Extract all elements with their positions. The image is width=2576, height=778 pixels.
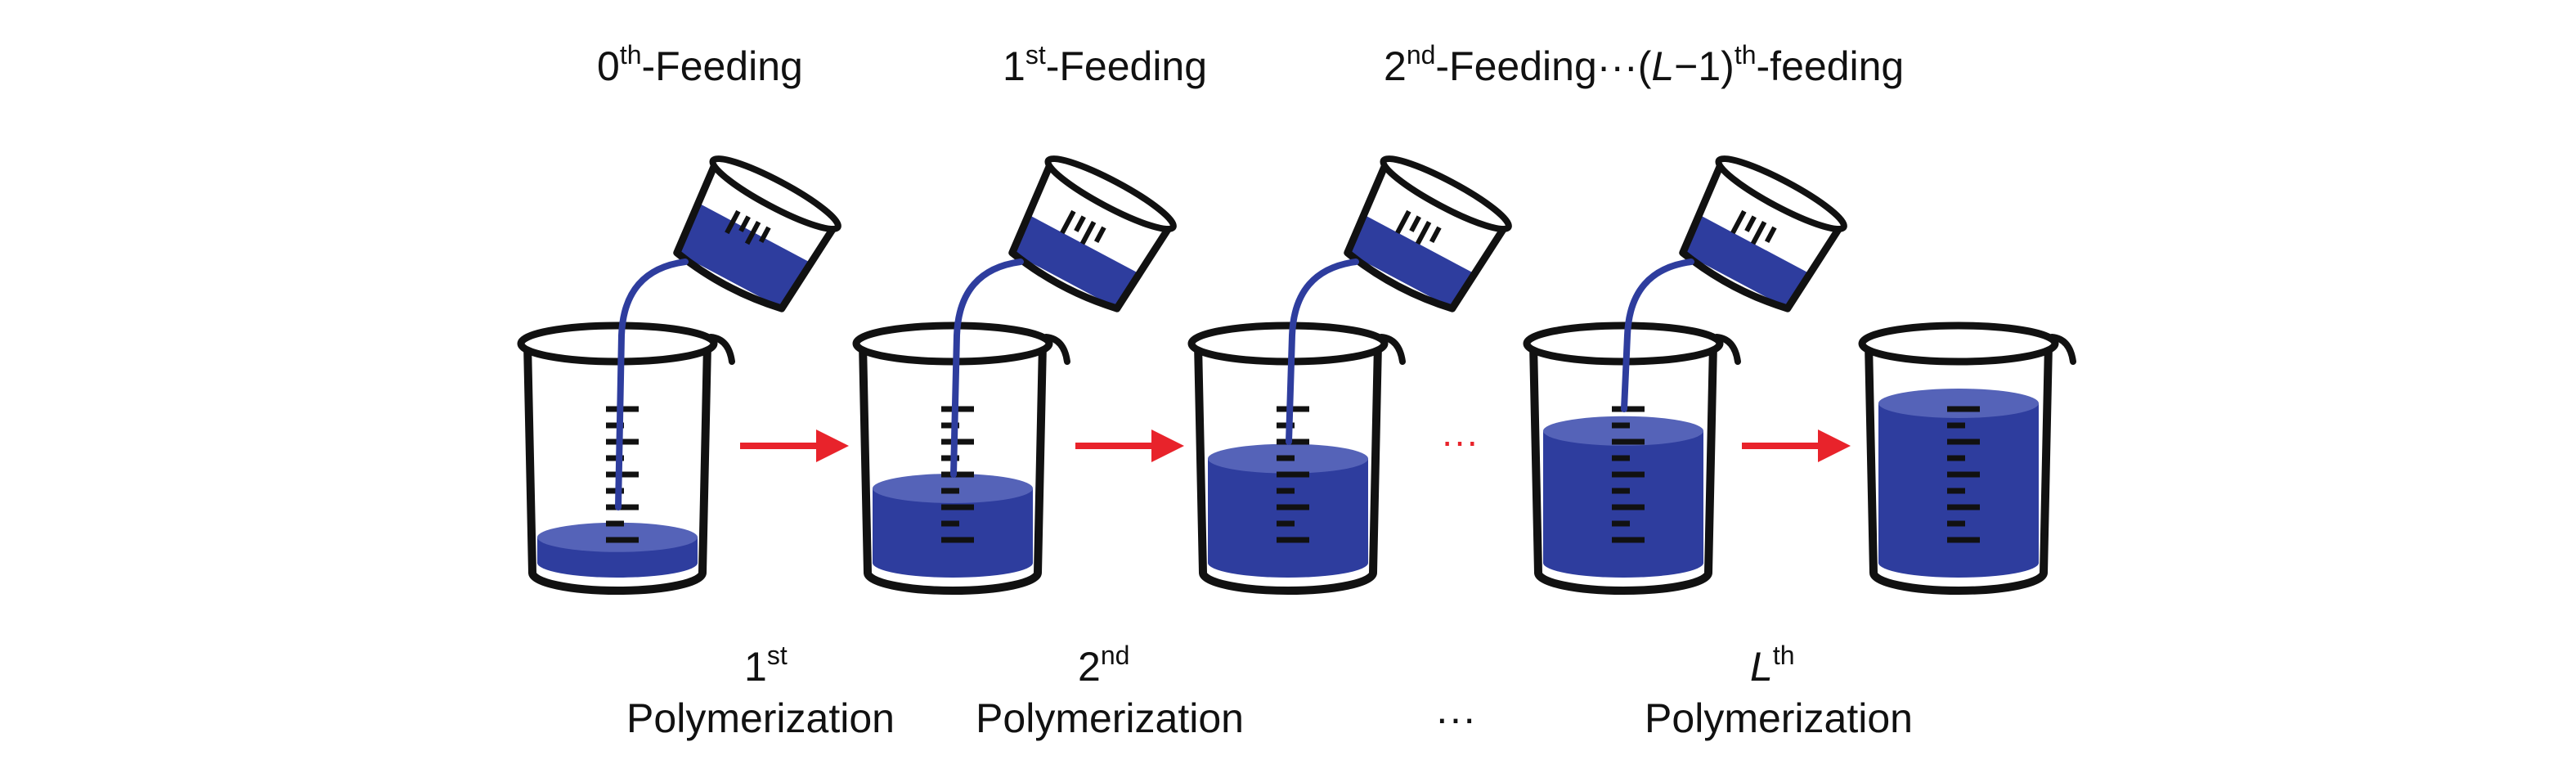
beaker-spout [2049,334,2076,365]
pour-cup-mark [1409,215,1421,232]
beakers-group [517,322,2076,595]
beaker-5 [1858,322,2076,595]
pour-cup-mark [758,226,771,244]
pour-cup-outline [1679,160,1844,313]
pour-cup-mark [1060,209,1076,235]
beaker-rim [1187,322,1389,366]
pour-cup-rim [1715,155,1847,233]
beaker-rim [517,322,718,366]
beaker-liquid [1208,458,1368,578]
beaker-liquid-surface [1543,416,1703,446]
beaker-spout [1378,334,1406,365]
pour-cup-mark [1079,220,1097,245]
beaker-outline [523,343,711,595]
beaker-3 [1187,322,1406,595]
polymerization-label-2-word: Polymerization [976,695,1244,741]
beaker-1 [517,322,735,595]
middle-ellipsis: ··· [1441,420,1479,462]
beaker-spout [1043,334,1070,365]
pour-cups-group [615,155,1847,510]
pour-cup-4 [1679,155,1847,313]
beaker-rim [852,322,1053,366]
pour-cup-rim [1044,155,1177,233]
pour-cup-mark [738,215,751,232]
pour-stream-2 [950,259,1024,478]
pour-cup-mark [744,220,761,245]
pour-cup-mark [725,209,741,235]
pour-cup-liquid [1682,214,1811,309]
beaker-liquid [873,488,1033,578]
beaker-4 [1523,322,1741,595]
pour-cup-mark [1764,226,1777,244]
pour-cup-mark [1093,226,1106,244]
beaker-outline [1865,343,2053,595]
pour-cup-outline [673,160,838,313]
pour-cup-1 [673,155,841,313]
pour-cup-mark [1415,220,1432,245]
pour-cup-outline [1344,160,1509,313]
pour-cup-rim [1380,155,1512,233]
pour-cup-mark [1750,220,1767,245]
pour-cup-liquid [676,203,810,309]
pour-stream-3 [1286,259,1359,445]
feeding-label-0: 0th-Feeding [597,40,803,89]
pour-cup-outline [1008,160,1174,313]
feeding-label-2-to-L: 2nd-Feeding···(L−1)th-feeding [1384,40,1904,89]
polymerization-label-L-sup: Lth [1750,641,1795,690]
beaker-2 [852,322,1070,595]
feeding-label-1: 1st-Feeding [1003,40,1207,89]
pour-cup-2 [1008,155,1177,313]
beaker-outline [1194,343,1382,595]
beaker-spout [1713,334,1741,365]
pour-cup-mark [1429,226,1442,244]
beaker-liquid-surface [1878,389,2039,418]
pour-cup-mark [1074,215,1086,232]
pour-stream-1 [615,259,689,510]
pour-stream-4 [1621,259,1694,412]
polymerization-label-1-sup: 1st [744,641,788,690]
pour-cup-mark [1744,215,1757,232]
pour-cup-mark [1395,209,1411,235]
beaker-spout [707,334,735,365]
polymerization-label-L-word: Polymerization [1645,695,1913,741]
pour-cup-rim [709,155,841,233]
pour-cup-3 [1344,155,1512,313]
beaker-outline [859,343,1047,595]
bottom-ellipsis: ··· [1435,695,1476,741]
beaker-rim [1858,322,2059,366]
polymerization-label-1-word: Polymerization [626,695,895,741]
pour-cup-liquid [1347,214,1475,309]
polymerization-label-2-sup: 2nd [1078,641,1129,690]
beaker-liquid [1543,430,1703,578]
pour-cup-mark [1730,209,1747,235]
beaker-outline [1529,343,1717,595]
pour-cup-liquid [1012,214,1140,309]
